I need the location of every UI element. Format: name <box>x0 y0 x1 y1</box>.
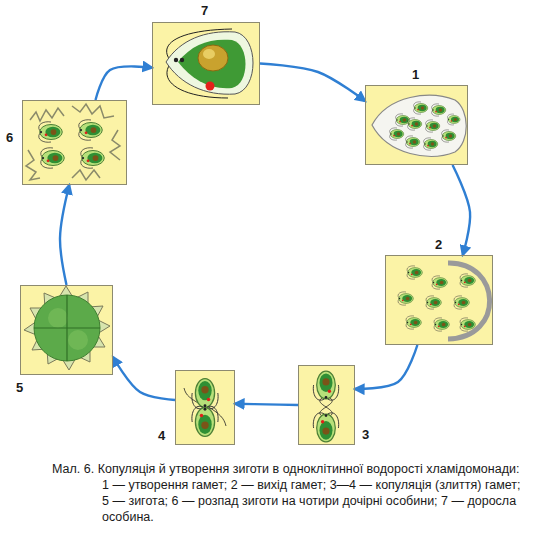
stage-number: 7 <box>201 3 208 19</box>
stage-panel: 4 <box>175 370 235 445</box>
cycle-arrow <box>260 64 365 102</box>
stage-number: 6 <box>6 130 13 146</box>
stage-panel: 5 <box>20 285 113 375</box>
cycle-arrow <box>113 357 175 400</box>
zygote <box>24 286 110 370</box>
cycle-arrow <box>60 185 69 285</box>
adult-cell <box>166 29 253 98</box>
stage-panel: 1 <box>365 85 468 165</box>
stage-panel: 7 <box>152 22 260 105</box>
mother-cell <box>372 95 466 156</box>
stage-panel: 3 <box>298 365 355 445</box>
stage-number: 4 <box>158 428 165 444</box>
stage-number: 5 <box>16 380 23 396</box>
cycle-arrow <box>355 345 417 389</box>
fusing-gametes <box>184 379 226 437</box>
stage-panel: 2 <box>385 255 493 345</box>
cycle-arrow <box>235 404 298 405</box>
figure-caption: Мал. 6. Копуляція й утворення зиготи в о… <box>52 461 528 525</box>
cycle-arrow <box>453 165 471 255</box>
cycle-arrow <box>96 66 153 100</box>
copulating-gametes <box>313 371 338 442</box>
stage-panel: 6 <box>22 100 127 185</box>
stage-number: 3 <box>362 427 369 443</box>
released-gametes <box>398 263 490 339</box>
stage-number: 2 <box>435 237 442 253</box>
stage-number: 1 <box>412 67 419 83</box>
daughter-cells <box>26 104 120 180</box>
